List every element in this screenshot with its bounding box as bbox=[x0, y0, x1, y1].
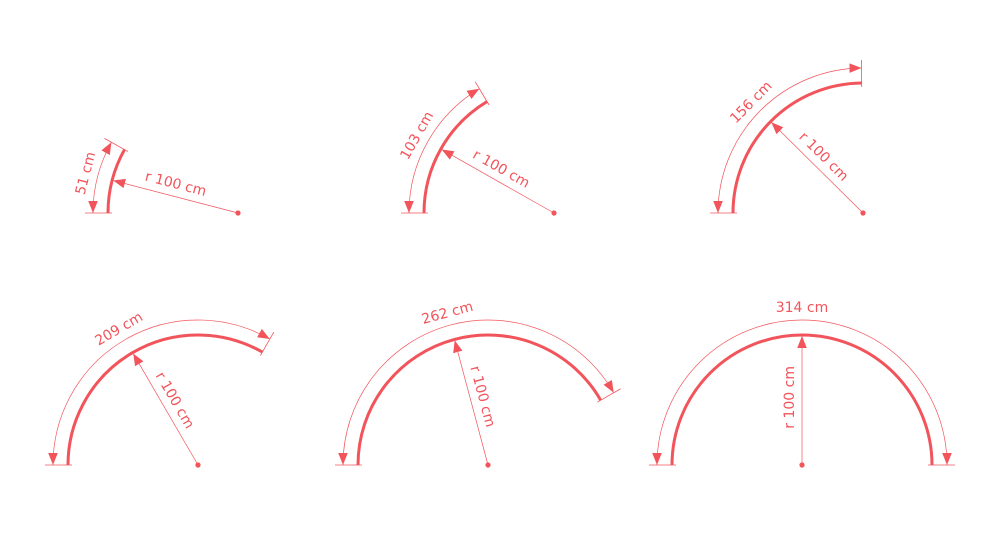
center-dot bbox=[799, 462, 805, 468]
extension-tick bbox=[260, 331, 275, 356]
extension-tick bbox=[597, 388, 621, 403]
center-dot bbox=[860, 210, 866, 216]
dimension-arc bbox=[404, 88, 480, 214]
radius-label: r 100 cm bbox=[466, 364, 498, 429]
extension-tick bbox=[104, 138, 129, 152]
extension-tick bbox=[474, 81, 490, 106]
center-dot bbox=[551, 210, 557, 216]
arc-group: 262 cm r 100 cm bbox=[335, 299, 621, 468]
dimension-arc bbox=[88, 142, 112, 214]
radius-label: r 100 cm bbox=[152, 369, 197, 431]
arc-length-label: 156 cm bbox=[727, 78, 775, 127]
radius-label: r 100 cm bbox=[143, 169, 208, 200]
radius-line bbox=[441, 149, 555, 214]
radius-label: r 100 cm bbox=[782, 366, 798, 429]
arc-curve bbox=[670, 333, 934, 466]
arc-group: 314 cm r 100 cm bbox=[649, 300, 955, 468]
center-dot bbox=[485, 462, 491, 468]
arc-length-label: 51 cm bbox=[73, 150, 99, 196]
arc-group: 103 cmr 100 cm bbox=[397, 81, 557, 216]
radius-line bbox=[771, 122, 864, 214]
dimension-arc bbox=[652, 319, 952, 466]
center-dot bbox=[195, 462, 201, 468]
dimension-arc bbox=[713, 63, 862, 214]
radius-line bbox=[453, 340, 489, 466]
radius-line bbox=[113, 178, 239, 214]
radius-line bbox=[132, 353, 199, 466]
center-dot bbox=[235, 210, 241, 216]
radius-label: r 100 cm bbox=[795, 129, 851, 184]
arc-length-label: 314 cm bbox=[776, 300, 829, 316]
dimension-arc bbox=[338, 319, 615, 466]
arc-group: 51 cm r 100 cm bbox=[73, 138, 241, 216]
dimension-arc bbox=[48, 319, 271, 466]
radius-label: r 100 cm bbox=[470, 147, 532, 192]
arc-group: 156 cm r 100 cm bbox=[710, 60, 866, 216]
arc-length-label: 262 cm bbox=[420, 299, 475, 328]
arc-group: 209 cmr 100 cm bbox=[45, 309, 275, 468]
